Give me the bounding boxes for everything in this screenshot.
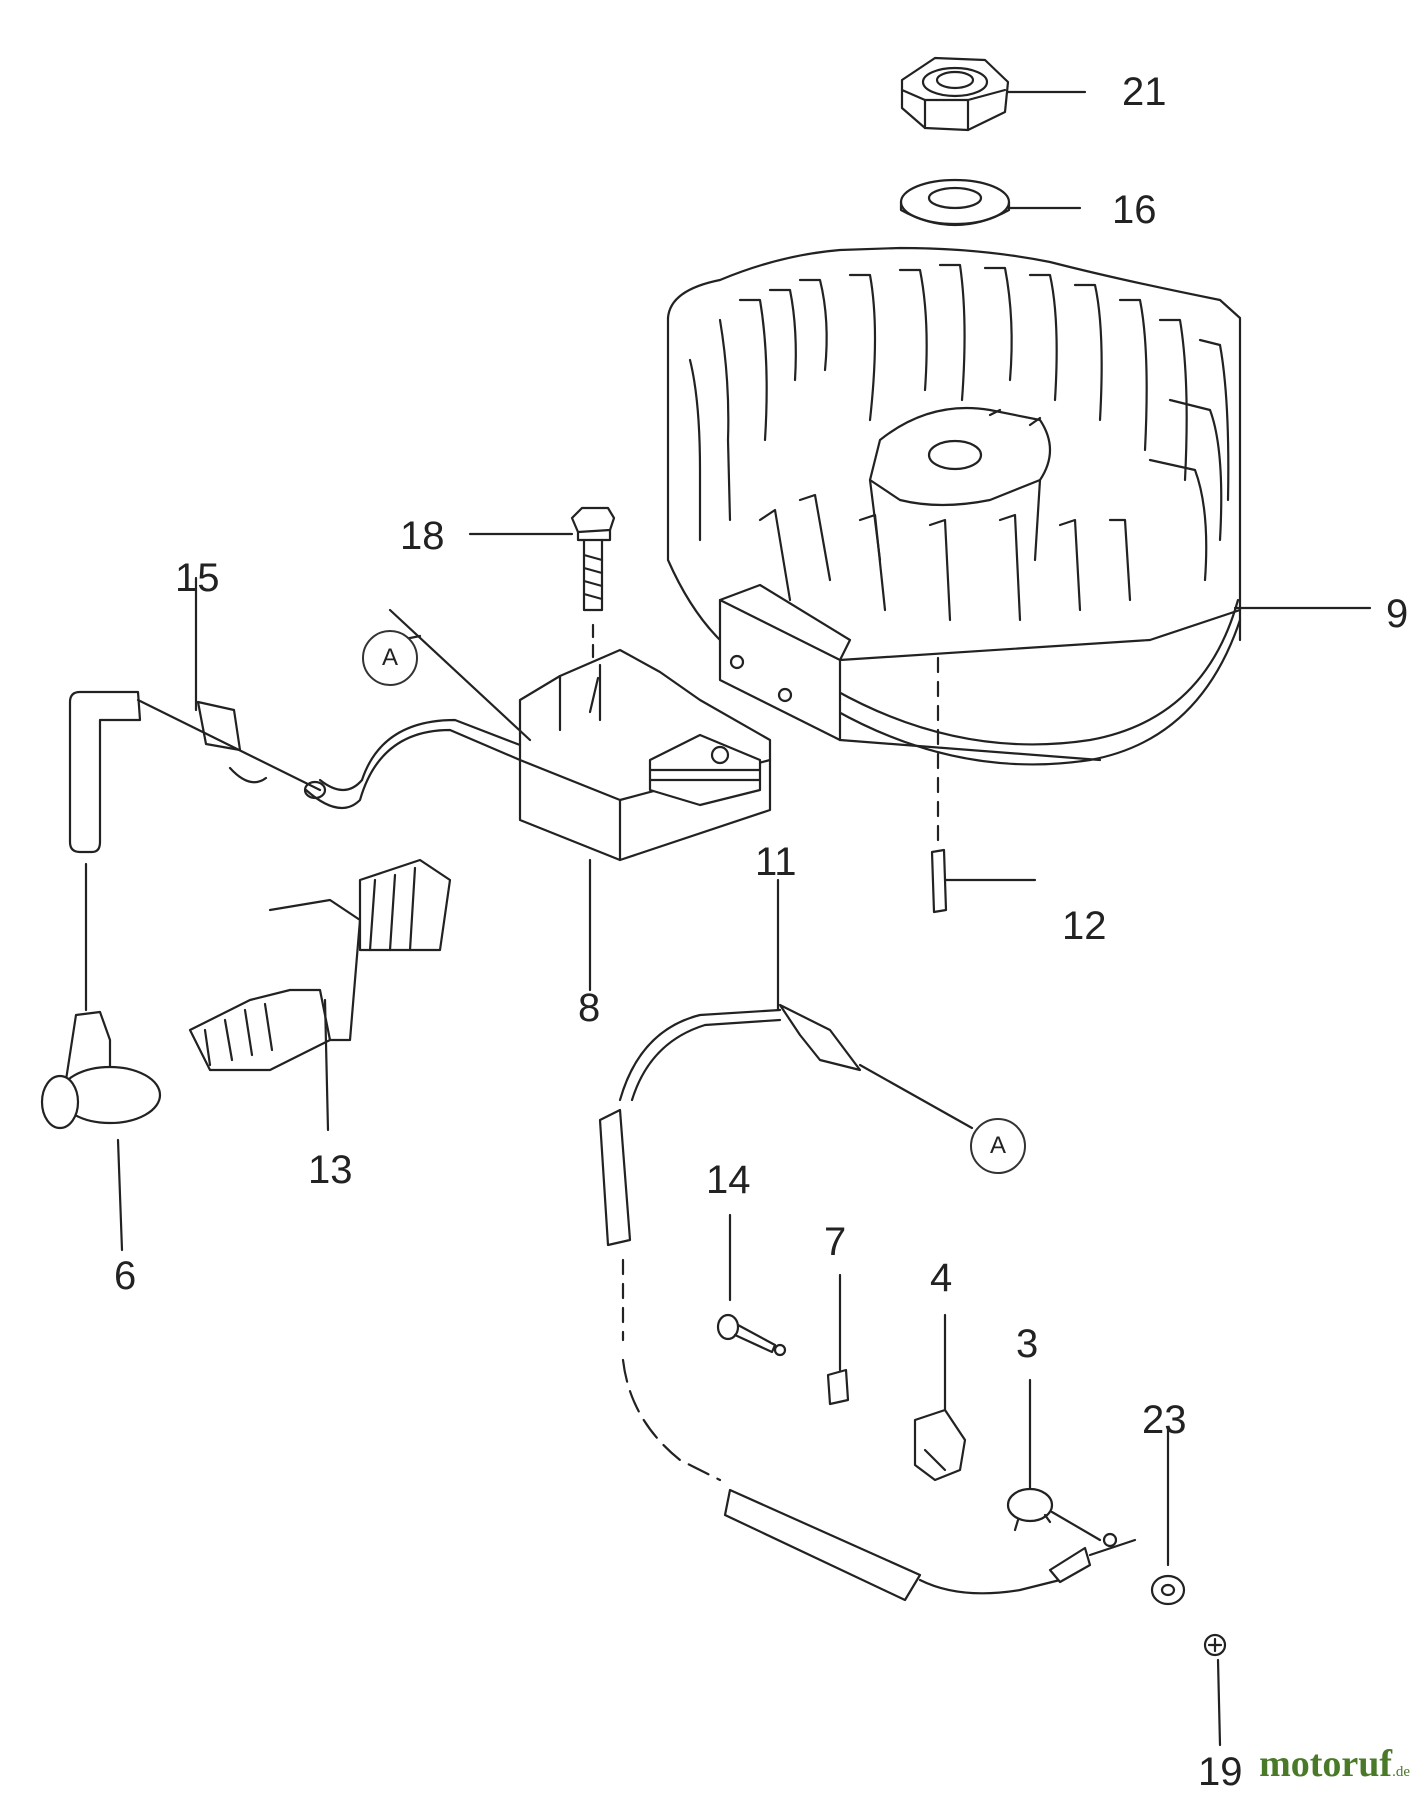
part-label-18: 18 — [400, 514, 445, 558]
plug-cap-6 — [40, 862, 162, 1252]
part-label-15: 15 — [175, 556, 220, 600]
part-label-21: 21 — [1122, 70, 1167, 114]
watermark-tld: .de — [1392, 1764, 1410, 1780]
watermark-brand: motoruf — [1259, 1743, 1393, 1785]
part-label-16: 16 — [1112, 188, 1157, 232]
clip-14 — [716, 1213, 787, 1357]
part-label-11: 11 — [755, 840, 797, 884]
part-label-9: 9 — [1386, 592, 1409, 636]
part-label-6: 6 — [114, 1254, 137, 1298]
part-label-14: 14 — [706, 1158, 751, 1202]
spark-plug-13 — [188, 858, 452, 1132]
part-label-12: 12 — [1062, 904, 1107, 948]
lead-line-a2 — [858, 1063, 974, 1130]
boot-15 — [68, 576, 532, 854]
nut-21 — [900, 56, 1087, 132]
watermark-logo: motoruf.de — [1259, 1742, 1410, 1786]
part-label-4: 4 — [930, 1256, 953, 1300]
part-label-7: 7 — [824, 1220, 847, 1264]
screw-19 — [1203, 1633, 1227, 1747]
ignition-coil-8 — [518, 648, 772, 992]
terminal-7 — [826, 1273, 850, 1406]
flywheel-9 — [666, 246, 1372, 766]
washer-23 — [1150, 1426, 1186, 1606]
part-label-19: 19 — [1198, 1750, 1243, 1794]
part-label-3: 3 — [1016, 1322, 1039, 1366]
stop-wire-11 — [598, 878, 1137, 1602]
part-label-13: 13 — [308, 1148, 353, 1192]
bolt-18 — [468, 506, 616, 677]
key-12 — [930, 656, 1037, 914]
part-label-8: 8 — [578, 986, 601, 1030]
part-label-23: 23 — [1142, 1398, 1187, 1442]
washer-16 — [899, 178, 1082, 226]
reference-marker-a-lower: A — [970, 1118, 1026, 1174]
grommet-4 — [913, 1313, 967, 1482]
switch-3 — [1006, 1378, 1118, 1548]
reference-marker-a-upper: A — [362, 630, 418, 686]
